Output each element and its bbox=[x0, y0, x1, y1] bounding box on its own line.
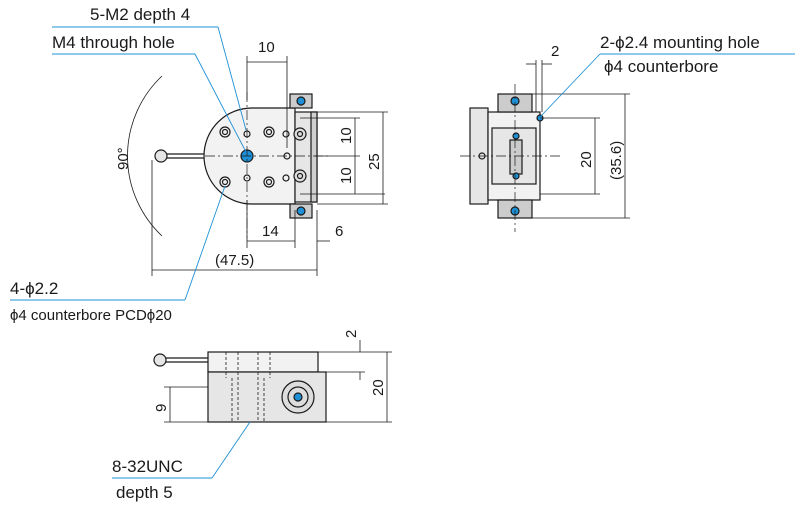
side-view bbox=[460, 84, 560, 232]
dim-side-2: 2 bbox=[551, 43, 559, 60]
dim-side-356: (35.6) bbox=[608, 141, 625, 180]
dim-bottom-6: 6 bbox=[335, 223, 343, 240]
dim-angle-90: 90° bbox=[115, 147, 132, 170]
dim-right-25: 25 bbox=[366, 153, 383, 170]
top-view-dimensions bbox=[127, 56, 388, 276]
callout-unc: 8-32UNC bbox=[112, 457, 183, 476]
pcd-hole bbox=[219, 126, 231, 138]
callout-hole-22: 4-ϕ2.2 bbox=[10, 279, 58, 298]
side-view-dimensions bbox=[526, 60, 630, 219]
dim-bottom-14: 14 bbox=[262, 223, 279, 240]
front-top-body bbox=[207, 351, 319, 373]
dim-front-20: 20 bbox=[370, 379, 387, 396]
dim-side-20: 20 bbox=[578, 151, 595, 168]
dim-overall-475: (47.5) bbox=[215, 252, 254, 269]
pcd-hole bbox=[263, 126, 275, 138]
callout-unc-depth: depth 5 bbox=[116, 483, 173, 502]
pcd-hole bbox=[263, 176, 275, 188]
dim-right-10b: 10 bbox=[338, 167, 355, 184]
callout-m2-depth: 5-M2 depth 4 bbox=[90, 5, 190, 24]
dim-front-9: 9 bbox=[153, 404, 170, 412]
callout-hole-22-cbore: ϕ4 counterbore PCDϕ20 bbox=[10, 307, 172, 324]
dim-right-10a: 10 bbox=[338, 127, 355, 144]
dim-front-2: 2 bbox=[343, 330, 360, 338]
front-view bbox=[153, 351, 327, 423]
callout-mount-hole: 2-ϕ2.4 mounting hole bbox=[600, 33, 760, 52]
callout-m4-through: M4 through hole bbox=[52, 33, 175, 52]
leader-lines bbox=[10, 26, 795, 479]
dim-top-10: 10 bbox=[258, 39, 275, 56]
callout-mount-cbore: ϕ4 counterbore bbox=[604, 57, 718, 76]
top-view bbox=[154, 92, 330, 238]
handle-knob bbox=[154, 149, 168, 163]
dimension-labels: 10 10 10 25 14 6 (47.5) 90° 2 20 (35.6) … bbox=[115, 39, 625, 412]
front-view-dimensions bbox=[164, 340, 392, 423]
callout-labels: 5-M2 depth 4 M4 through hole 2-ϕ2.4 moun… bbox=[10, 5, 760, 502]
